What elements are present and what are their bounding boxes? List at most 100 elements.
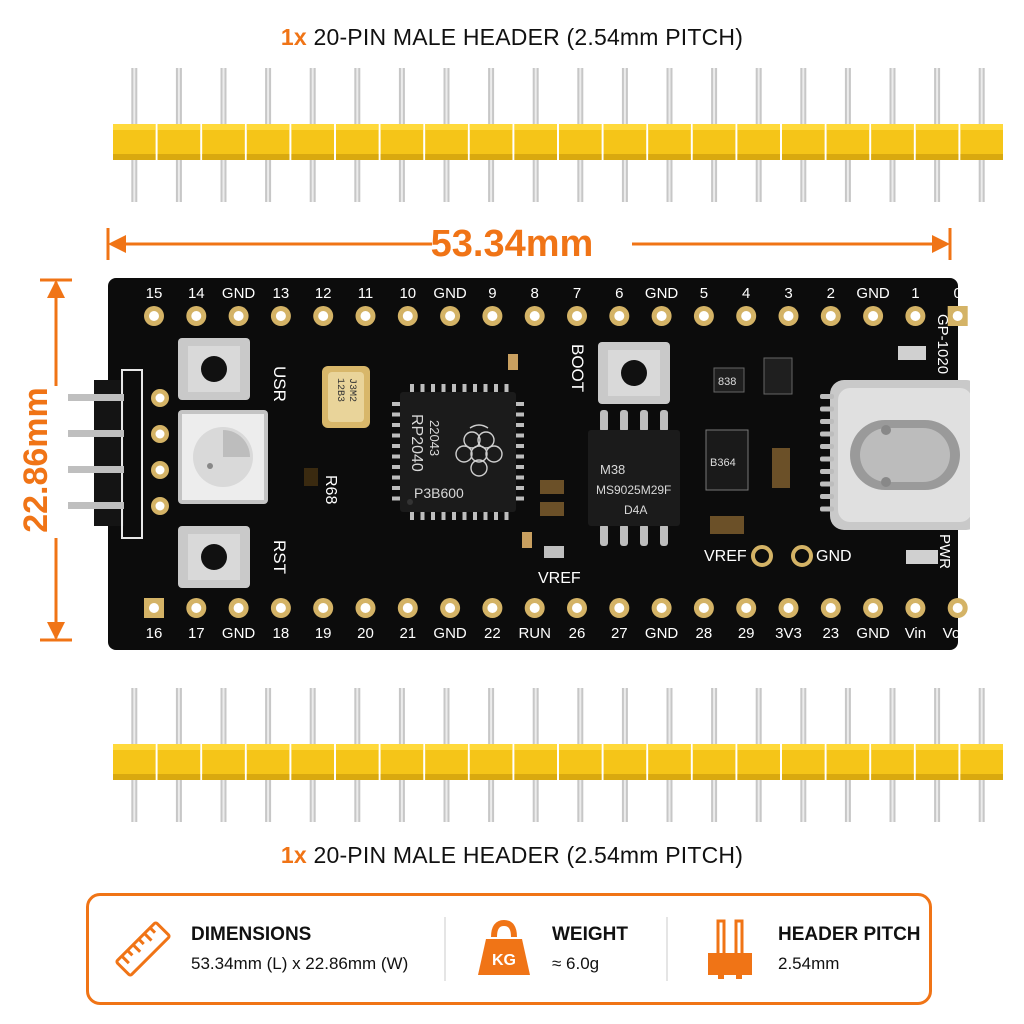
board-pin-gnd[interactable]: GND xyxy=(645,285,679,326)
board-pin-5[interactable]: 5 xyxy=(693,285,714,326)
header-pin xyxy=(737,688,780,822)
board-pin-29[interactable]: 29 xyxy=(736,598,757,642)
top-header-caption: 1x 20-PIN MALE HEADER (2.54mm PITCH) xyxy=(0,24,1024,51)
rp2040-mcu: RP2040 22043 P3B600 xyxy=(392,384,524,520)
gnd-test-pad[interactable] xyxy=(791,545,813,567)
pin-label: 14 xyxy=(188,285,205,302)
side-pin-header xyxy=(68,369,143,539)
capacitor xyxy=(710,516,744,534)
header-pin xyxy=(826,688,870,822)
mcu-marking-2: 22043 xyxy=(427,420,442,456)
pin-label: GND xyxy=(856,625,890,642)
pin-label: 27 xyxy=(611,625,628,642)
header-pin xyxy=(246,688,290,822)
board-pin-15[interactable]: 15 xyxy=(144,285,164,326)
header-pin xyxy=(514,688,557,822)
header-pin xyxy=(737,68,780,202)
header-pin xyxy=(692,688,736,822)
board-pin-gnd[interactable]: GND xyxy=(222,285,256,326)
header-pin xyxy=(336,688,379,822)
board-pin-0[interactable]: 0 xyxy=(947,285,968,326)
header-pin xyxy=(113,68,156,202)
header-pin xyxy=(915,688,959,822)
silk-pwr: PWR xyxy=(936,534,953,569)
board-pin-19[interactable]: 19 xyxy=(313,598,334,642)
regulator-marking: 838 xyxy=(718,376,736,388)
board-pin-26[interactable]: 26 xyxy=(567,598,587,642)
rst-button[interactable] xyxy=(178,526,250,588)
header-pin xyxy=(469,688,513,822)
board-pin-3v3[interactable]: 3V3 xyxy=(775,598,802,642)
header-pin xyxy=(380,688,424,822)
header-pin xyxy=(157,688,201,822)
board-pin-23[interactable]: 23 xyxy=(820,598,841,642)
bottom-header-label: 20-PIN MALE HEADER (2.54mm PITCH) xyxy=(313,842,744,868)
vref-test-pad[interactable] xyxy=(751,545,773,567)
header-pin xyxy=(782,68,825,202)
board-pin-12[interactable]: 12 xyxy=(313,285,334,326)
board-pin-16[interactable]: 16 xyxy=(144,598,164,642)
header-pin xyxy=(291,688,334,822)
board-pin-9[interactable]: 9 xyxy=(482,285,503,326)
board-pin-28[interactable]: 28 xyxy=(693,598,714,642)
length-dimension-label: 53.34mm xyxy=(430,223,594,265)
board-pin-2[interactable]: 2 xyxy=(820,285,841,326)
board-pin-22[interactable]: 22 xyxy=(482,598,503,642)
board-pin-vin[interactable]: Vin xyxy=(905,598,926,642)
top-pin-header-drawing xyxy=(113,68,1003,202)
pin-label: 9 xyxy=(488,285,496,302)
capacitor xyxy=(772,448,790,488)
pin-label: 5 xyxy=(700,285,708,302)
board-pin-vout[interactable]: Vout xyxy=(943,598,970,642)
pin-label: 16 xyxy=(146,625,163,642)
board-pin-gnd[interactable]: GND xyxy=(433,598,467,642)
silk-boot: BOOT xyxy=(568,344,587,392)
pin-label: 2 xyxy=(827,285,835,302)
bottom-header-qty: 1x xyxy=(280,842,307,868)
board-pin-gnd[interactable]: GND xyxy=(433,285,467,326)
board-pin-gnd[interactable]: GND xyxy=(222,598,256,642)
board-pin-3[interactable]: 3 xyxy=(778,285,799,326)
silk-vref-right: VREF xyxy=(704,548,747,565)
diode-b364 xyxy=(705,429,749,491)
board-pin-gnd[interactable]: GND xyxy=(856,285,890,326)
board-pin-21[interactable]: 21 xyxy=(397,598,418,642)
spec-divider xyxy=(444,917,446,981)
board-pin-8[interactable]: 8 xyxy=(524,285,545,326)
board-pin-1[interactable]: 1 xyxy=(905,285,926,326)
usb-c-connector[interactable] xyxy=(820,380,970,530)
board-pin-13[interactable]: 13 xyxy=(270,285,291,326)
spec-divider xyxy=(666,917,668,981)
board-pin-10[interactable]: 10 xyxy=(397,285,418,326)
spec-weight-value: ≈ 6.0g xyxy=(552,954,600,973)
board-pin-14[interactable]: 14 xyxy=(186,285,207,326)
capacitor xyxy=(508,354,518,370)
board-pin-6[interactable]: 6 xyxy=(609,285,630,326)
pin-label: 18 xyxy=(273,625,290,642)
board-pin-gnd[interactable]: GND xyxy=(856,598,890,642)
board-pin-18[interactable]: 18 xyxy=(270,598,291,642)
vref-led xyxy=(544,546,564,558)
raspberry-logo-icon xyxy=(455,424,503,477)
pin-label: 23 xyxy=(822,625,839,642)
flash-memory-chip: M38 MS9025M29F D4A xyxy=(588,410,680,546)
board-pin-17[interactable]: 17 xyxy=(186,598,207,642)
board-pin-4[interactable]: 4 xyxy=(736,285,757,326)
pin-label: 1 xyxy=(911,285,919,302)
board-pin-11[interactable]: 11 xyxy=(355,285,376,326)
boot-button[interactable] xyxy=(598,342,670,404)
board-pin-run[interactable]: RUN xyxy=(518,598,551,642)
board-pin-20[interactable]: 20 xyxy=(355,598,376,642)
crystal-oscillator: 12B3 J3M2 xyxy=(322,366,370,428)
width-dimension-label: 22.86mm xyxy=(17,387,55,533)
board-pin-gnd[interactable]: GND xyxy=(645,598,679,642)
header-pin xyxy=(960,688,1003,822)
rgb-led xyxy=(178,410,268,504)
board-pin-7[interactable]: 7 xyxy=(567,285,587,326)
pin-label: GND xyxy=(645,625,679,642)
board-pin-27[interactable]: 27 xyxy=(609,598,630,642)
weight-icon-label: KG xyxy=(492,952,516,969)
usr-button[interactable] xyxy=(178,338,250,400)
pin-label: GND xyxy=(856,285,890,302)
